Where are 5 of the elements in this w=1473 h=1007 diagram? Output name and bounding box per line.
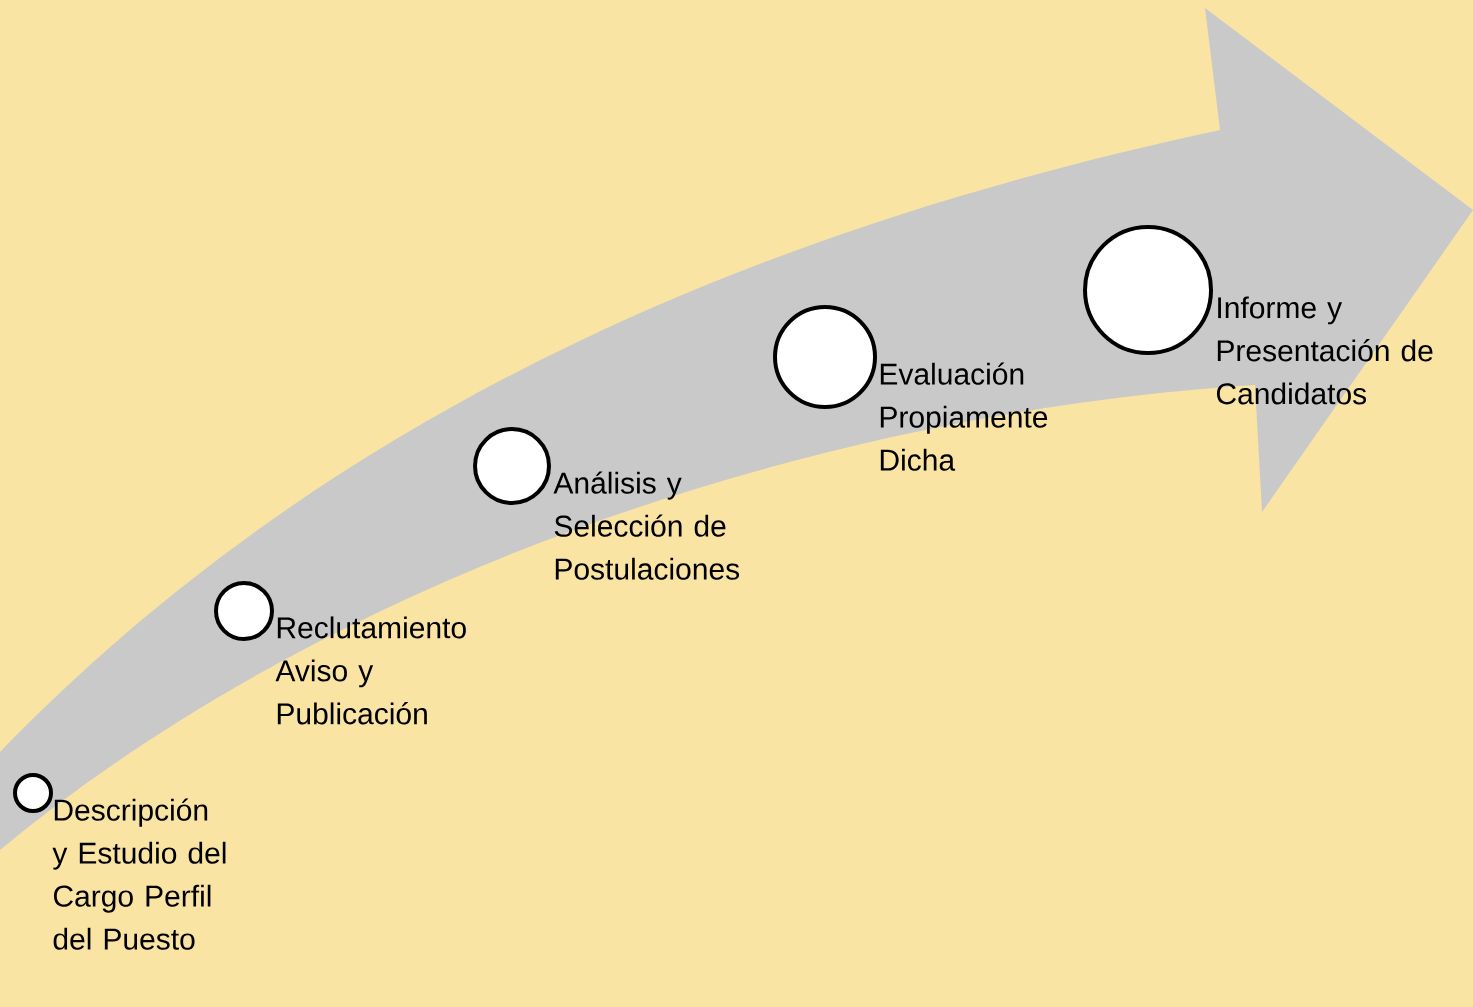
step-label: Evaluación Propiamente Dicha [880, 362, 1048, 471]
step-label: Descripción y Estudio del Cargo Perfil del Puesto [52, 798, 226, 950]
step-label: Reclutamiento Aviso y Publicación [275, 616, 466, 725]
step-label: Informe y Presentación de Candidatos [1216, 296, 1433, 405]
step-label: Análisis y Selección de Postulaciones [553, 471, 740, 580]
